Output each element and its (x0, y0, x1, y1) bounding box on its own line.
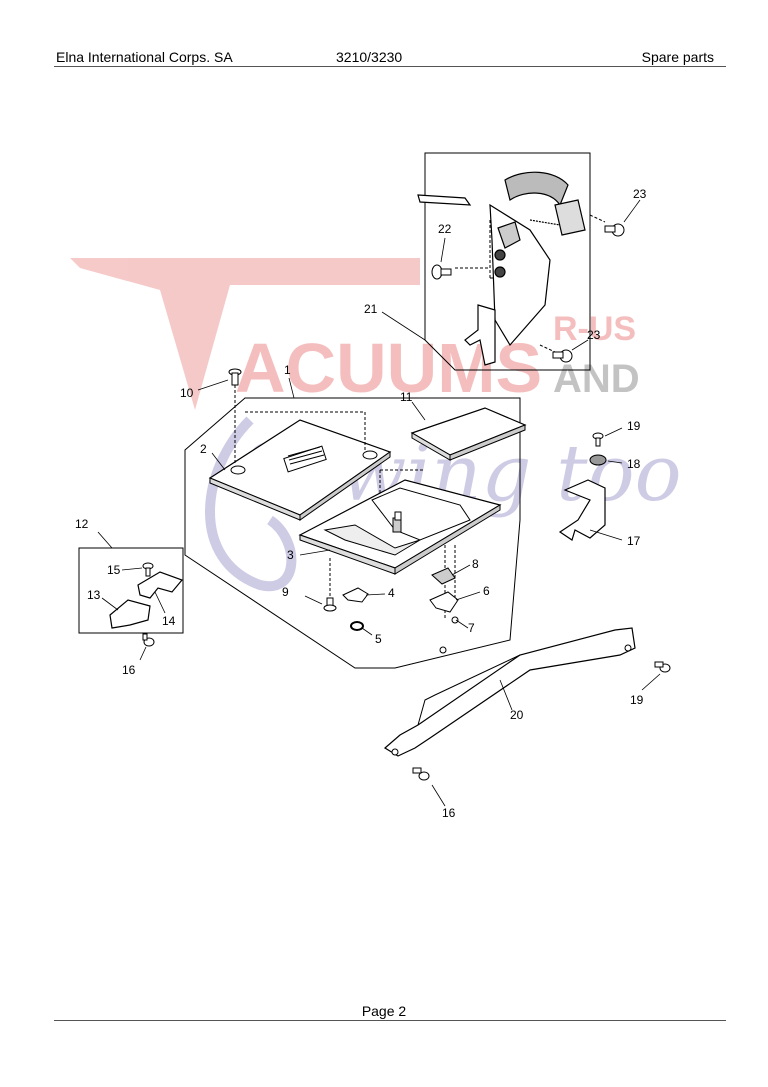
leader-lines (97, 199, 661, 807)
callout-16a: 16 (122, 663, 136, 677)
screw-22 (431, 264, 452, 280)
callout-13: 13 (87, 588, 101, 602)
callout-5: 5 (375, 632, 382, 646)
page-footer: Page 2 (0, 1003, 768, 1019)
header-company: Elna International Corps. SA (56, 49, 233, 65)
header-rule (54, 66, 726, 67)
callout-21: 21 (364, 302, 378, 316)
outline-upper-group (424, 152, 591, 371)
callout-4: 4 (388, 586, 395, 600)
callout-1: 1 (284, 363, 291, 377)
callout-labels: 1 2 3 4 5 6 7 8 9 10 11 12 13 14 15 16 1… (75, 187, 647, 820)
callout-12: 12 (75, 517, 89, 531)
callout-19b: 19 (630, 693, 644, 707)
callout-20: 20 (510, 708, 524, 722)
watermark-v-shape (70, 258, 420, 410)
screw-7a (451, 616, 459, 624)
screw-7b (439, 646, 447, 654)
part-20-rail (383, 627, 636, 757)
callout-2: 2 (200, 442, 207, 456)
callout-17: 17 (627, 534, 641, 548)
screw-9 (323, 597, 337, 612)
callout-14: 14 (162, 614, 176, 628)
screw-16b (412, 767, 430, 781)
header-section: Spare parts (641, 49, 714, 65)
part-4-clip (342, 587, 369, 603)
screws (142, 223, 671, 781)
callout-19a: 19 (627, 419, 641, 433)
callout-15: 15 (107, 563, 121, 577)
callout-23b: 23 (587, 328, 601, 342)
callout-9: 9 (282, 585, 289, 599)
outline-part-12-box (78, 547, 184, 634)
header-model: 3210/3230 (336, 49, 403, 65)
watermark-word3: AND (553, 357, 640, 401)
part-8-spring (431, 567, 456, 585)
part-13-bracket (109, 599, 151, 629)
part-17-bracket (558, 479, 606, 541)
callout-23a: 23 (633, 187, 647, 201)
watermark-word1: ACUUMS (235, 329, 542, 407)
screw-15 (142, 562, 154, 577)
page-number: Page 2 (361, 1003, 407, 1019)
page-header: Elna International Corps. SA 3210/3230 S… (54, 48, 726, 66)
callout-16b: 16 (442, 806, 456, 820)
watermark-swirl (205, 416, 297, 592)
outline-base-group (184, 397, 521, 669)
screw-19a (592, 432, 604, 447)
callout-10: 10 (180, 386, 194, 400)
callout-18: 18 (627, 457, 641, 471)
callout-7: 7 (468, 621, 475, 635)
watermark-word2: R-US (553, 310, 636, 348)
screw-19b (654, 661, 671, 673)
part-6-clip (429, 591, 459, 613)
callout-11: 11 (400, 390, 413, 404)
screw-23a (604, 223, 625, 237)
part-18-washer (589, 454, 607, 466)
screw-10 (228, 368, 242, 386)
screw-3-center (394, 511, 402, 521)
part-14-bracket (137, 571, 184, 599)
footer-rule (54, 1020, 726, 1021)
callout-22: 22 (438, 222, 452, 236)
callout-8: 8 (472, 557, 479, 571)
part-5-washer (350, 621, 364, 631)
callout-3: 3 (287, 548, 294, 562)
screw-23b (552, 349, 573, 363)
callout-6: 6 (483, 584, 490, 598)
screw-16a (142, 633, 155, 647)
part-21-upper-mechanism (417, 171, 586, 366)
